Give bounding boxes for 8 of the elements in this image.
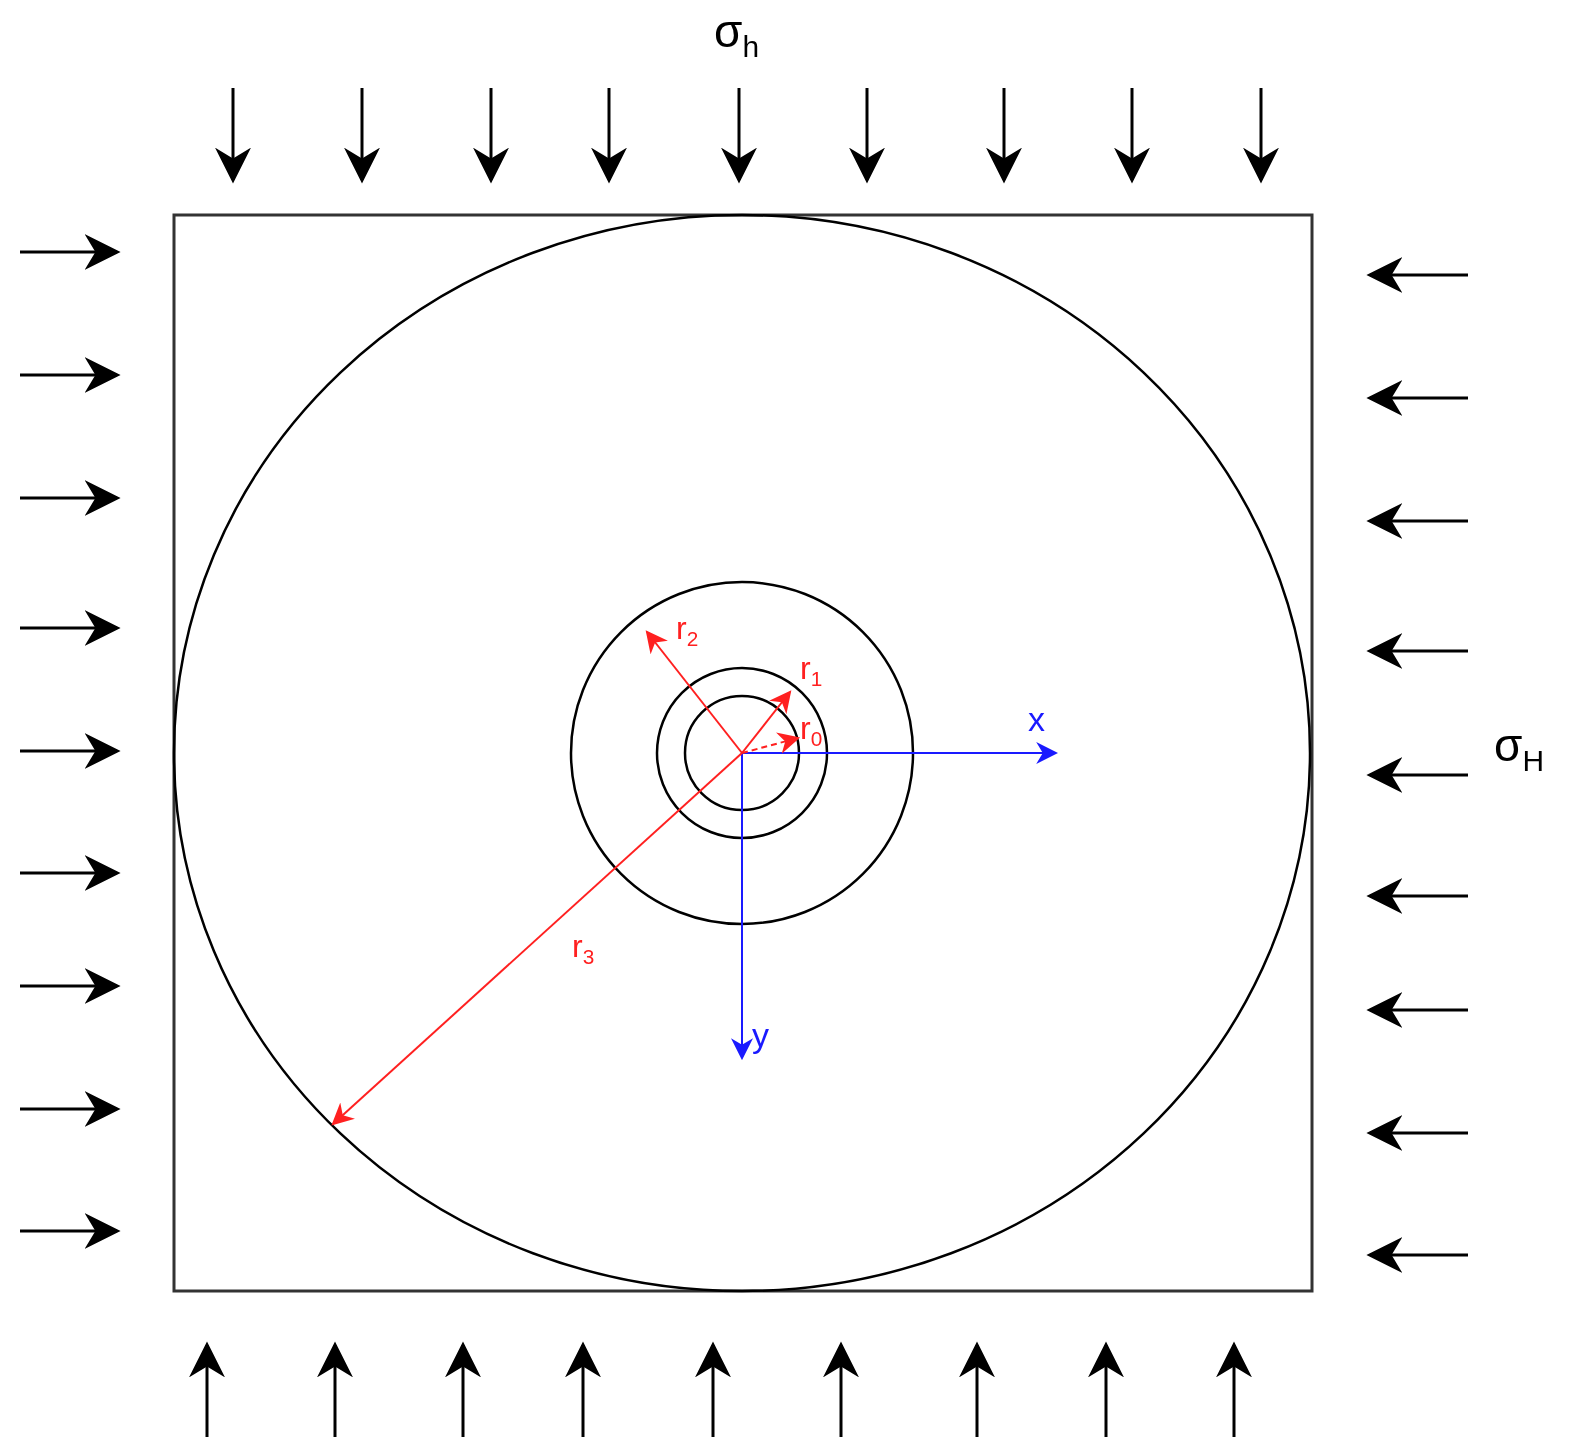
- radius-label: r$_{2}$: [676, 612, 699, 651]
- radius-label: r$_{1}$: [800, 652, 823, 691]
- radius-label: r$_{0}$: [800, 712, 823, 751]
- radius-label: r$_{3}$: [572, 930, 595, 969]
- axis-label: x: [1028, 702, 1045, 736]
- stress-label: σ$_{h}$: [714, 8, 759, 63]
- axis-label: y: [752, 1018, 769, 1052]
- stress-label: σ$_{H}$: [1494, 722, 1544, 777]
